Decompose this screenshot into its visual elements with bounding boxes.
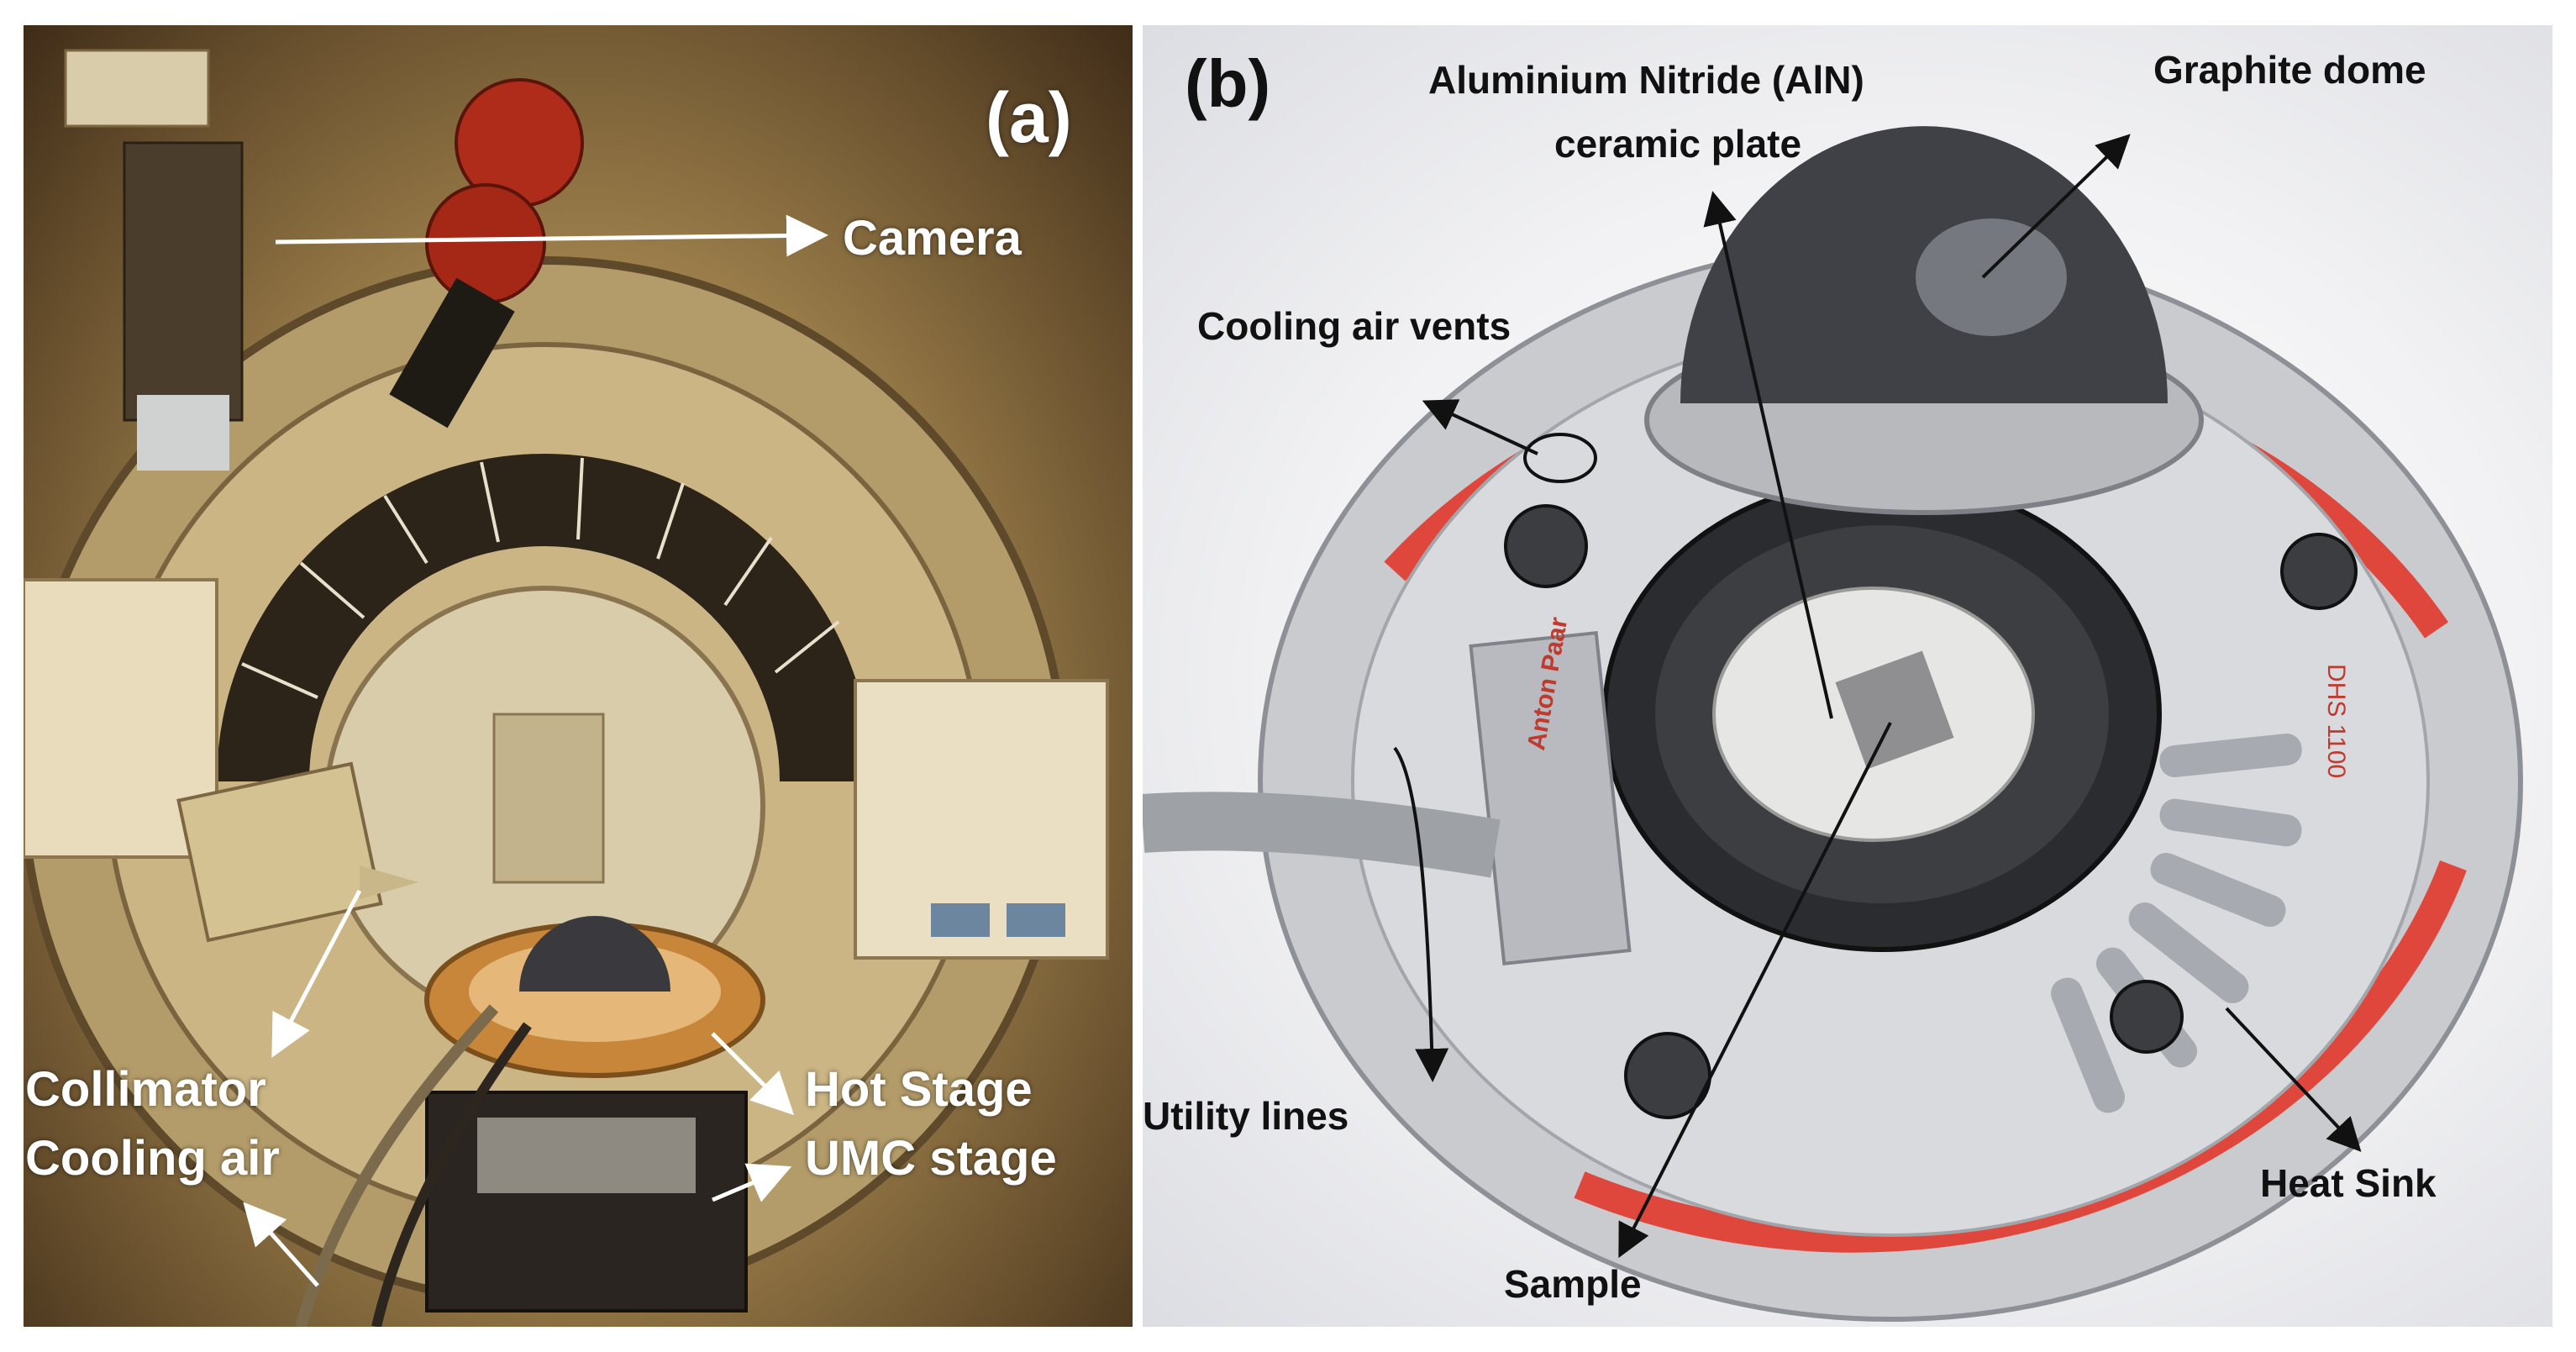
heat-sink-label: Heat Sink [2260, 1161, 2437, 1205]
model-text: DHS 1100 [2322, 664, 2350, 779]
panel-b-photo: Anton Paar DHS 1100 (b) Aluminium Nitrid… [1143, 25, 2552, 1327]
sample-label: Sample [1504, 1262, 1642, 1306]
camera-label: Camera [843, 211, 1022, 266]
aln-label-line2: ceramic plate [1554, 122, 1802, 166]
cooling-air-label: Cooling air [25, 1131, 280, 1186]
panel-b-letter: (b) [1185, 46, 1271, 121]
umc-stage-label: UMC stage [805, 1131, 1057, 1186]
panel-a-letter: (a) [986, 78, 1072, 157]
utility-lines-label: Utility lines [1143, 1094, 1349, 1138]
collimator-label: Collimator [25, 1062, 266, 1117]
graphite-dome-label: Graphite dome [2153, 48, 2426, 92]
aln-label-line1: Aluminium Nitride (AlN) [1428, 58, 1864, 102]
panel-a-photo: (a) Camera Collimator Cooling air Hot St… [24, 25, 1133, 1327]
hot-stage-label: Hot Stage [805, 1062, 1033, 1117]
cooling-vents-label: Cooling air vents [1197, 304, 1511, 348]
